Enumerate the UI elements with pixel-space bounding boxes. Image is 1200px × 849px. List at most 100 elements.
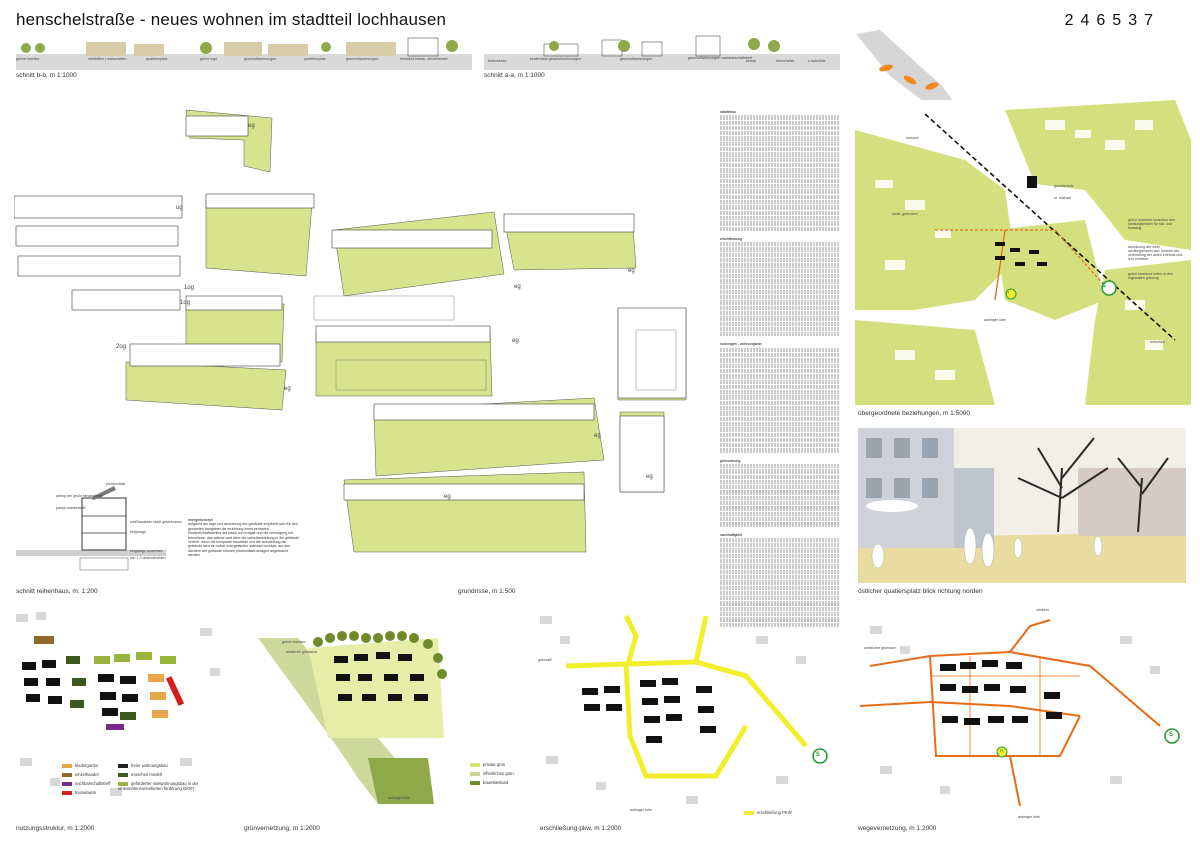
section-building [695,35,721,57]
render-window [922,438,938,458]
plan-building [315,325,491,343]
overview-h-badge-label: H [1006,290,1010,295]
paths-label: ortskern [1036,608,1049,612]
bb-label: stadtvillen | maisonetten [88,57,127,61]
floor-label: eg [444,494,451,500]
usage-building [94,656,110,664]
plan-building [185,115,249,137]
tree [423,639,433,649]
paths-building [960,662,976,669]
rowhouse-label: anting der große tensterfanter [56,494,104,498]
map-project-building [1029,250,1039,254]
caption-section-aa: schnitt a-a, m 1:1000 [484,72,545,79]
map-block [935,370,955,380]
section-tree [549,41,559,51]
legend-item: münchen modell [118,772,162,777]
floor-label: 1og [184,285,195,291]
render-building [1078,468,1186,536]
map-block [875,180,893,188]
section-building [86,42,126,56]
person [1093,535,1103,557]
green-building [338,694,352,701]
tree [1117,457,1169,533]
neighbor-building [546,756,558,764]
aa-label: geschoßwohnungen nachbarschaftstreff [688,56,752,60]
green-network-diagram [258,631,447,804]
section-tree [768,40,780,52]
section-tree [446,40,458,52]
green-building [334,656,348,663]
project-number: 246537 [1064,12,1160,29]
aa-label: s-bahnlinie [808,59,826,63]
plan-parking [335,359,487,391]
paths-building [942,716,958,723]
usage-building [70,700,84,708]
neighbor-building [50,778,60,786]
plan-building [373,403,595,421]
render-window [894,478,910,498]
paths-building [1046,712,1062,719]
map-block [1145,340,1163,350]
bb-label: quartiersplatz [304,57,326,61]
caption-traffic: erschließung-pkw, m 1:2000 [540,825,622,832]
neighbor-building [1150,666,1160,674]
plan-building [205,193,315,209]
aa-label: biotop [746,59,756,63]
traffic-diagram [540,614,828,804]
neighbor-building [20,758,32,766]
green-building [362,694,376,701]
plan-parking [313,295,455,321]
plaza-rendering [858,428,1186,583]
map-block [935,230,951,238]
plan-building [185,295,283,311]
text-heading: grünordnung [720,458,741,463]
locator-marker [879,64,893,72]
caption-paths: wegevernetzung, m 1:2000 [858,825,937,832]
overview-label-munich: münchen [1150,340,1165,344]
overview-label-school: grundschule [1054,184,1074,188]
paths-building [1012,716,1028,723]
traffic-building [646,736,662,743]
locator-marker [925,82,939,90]
person [981,532,995,568]
usage-nachbarschaftstreff [106,724,124,730]
usage-building [136,652,152,660]
neighbor-building [756,636,768,644]
map-settlement-area [855,320,995,405]
garage [79,557,129,571]
caption-green: grünvernetzung, m 1:2000 [244,825,320,832]
energy-concept: energiekonzept aufgrund der lage und ano… [188,518,300,558]
traffic-road [623,663,749,779]
traffic-road [565,659,808,748]
tree [385,631,395,641]
aa-label: kinderhaus geschoßwohnungen [530,57,581,61]
legend-item: erschließung PKW [744,810,792,815]
green-building [388,694,402,701]
neighbor-building [596,782,606,790]
overview-map [855,100,1191,405]
legend-item: nachbarschaftstreff [62,781,111,786]
map-project-building [995,256,1005,260]
bb-label: grüne fuge [200,57,218,61]
section-tree [21,43,31,53]
map-block [1125,300,1145,310]
render-window [894,438,910,458]
parasol [866,500,918,512]
path-route [929,655,1081,757]
section-building [268,44,308,56]
plan-building [15,225,179,247]
aubinger-lohe-green [368,758,434,804]
paths-label: aubinger lohe [1018,815,1040,819]
bb-label: bimschut bebau. einzelhandel [400,57,448,61]
green-building [384,674,398,681]
plan-building [17,255,181,277]
overview-label-west: westl. grünraum [892,212,918,216]
plan-building [343,483,585,501]
text-heading: städtebau [720,110,736,114]
traffic-building [696,686,712,693]
neighbor-building [880,766,892,774]
usage-building [100,692,116,700]
traffic-building [640,680,656,687]
map-project-building [1015,262,1025,266]
map-block [885,260,905,270]
